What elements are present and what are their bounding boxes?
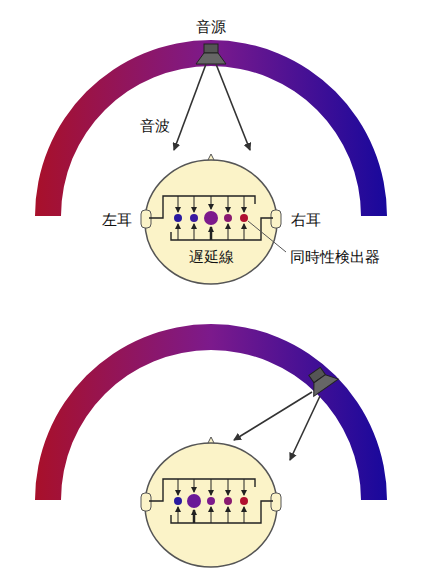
ear	[141, 210, 151, 228]
label: 音源	[196, 18, 226, 36]
coincidence-detector	[224, 497, 232, 505]
coincidence-detector	[174, 497, 182, 505]
label: 同時性検出器	[290, 248, 380, 266]
speaker-icon	[196, 44, 226, 64]
coincidence-detector	[174, 214, 182, 222]
delay-tap	[211, 196, 212, 209]
delay-line	[171, 501, 273, 523]
delay-line	[149, 196, 255, 218]
delay-tap	[228, 224, 229, 240]
label: 左耳	[102, 211, 132, 229]
label: 遅延線	[189, 248, 234, 266]
delay-tap	[194, 196, 195, 212]
speaker-icon	[302, 363, 338, 397]
sound-wave	[290, 396, 320, 460]
delay-tap	[210, 227, 213, 240]
delay-tap	[244, 224, 245, 240]
coincidence-detector	[224, 214, 232, 222]
head	[141, 437, 281, 567]
delay-tap	[211, 507, 212, 523]
ear	[271, 493, 281, 511]
coincidence-detector	[207, 497, 215, 505]
delay-tap	[178, 479, 179, 495]
ear	[141, 493, 151, 511]
delay-tap	[178, 196, 179, 212]
delay-tap	[228, 507, 229, 523]
delay-line	[149, 479, 255, 501]
sound-wave	[174, 64, 206, 150]
delay-tap	[228, 196, 229, 212]
delay-tap	[178, 224, 179, 240]
leader-line	[248, 221, 286, 252]
head	[141, 154, 281, 284]
coincidence-detector	[240, 497, 248, 505]
label: 右耳	[291, 211, 321, 229]
head-outline	[145, 443, 277, 567]
delay-tap	[194, 224, 195, 240]
sound-wave	[216, 64, 250, 150]
label: 音波	[140, 117, 170, 135]
delay-tap	[244, 507, 245, 523]
delay-tap	[194, 479, 195, 492]
ear	[271, 210, 281, 228]
delay-tap	[193, 510, 196, 523]
delay-tap	[228, 479, 229, 495]
coincidence-detector	[190, 214, 198, 222]
delay-tap	[244, 479, 245, 495]
coincidence-detector	[240, 214, 248, 222]
delay-tap	[211, 479, 212, 495]
delay-tap	[178, 507, 179, 523]
coincidence-detector	[187, 494, 201, 508]
head-outline	[145, 160, 277, 284]
delay-tap	[244, 196, 245, 212]
coincidence-detector	[204, 211, 218, 225]
sound-wave	[234, 392, 312, 440]
